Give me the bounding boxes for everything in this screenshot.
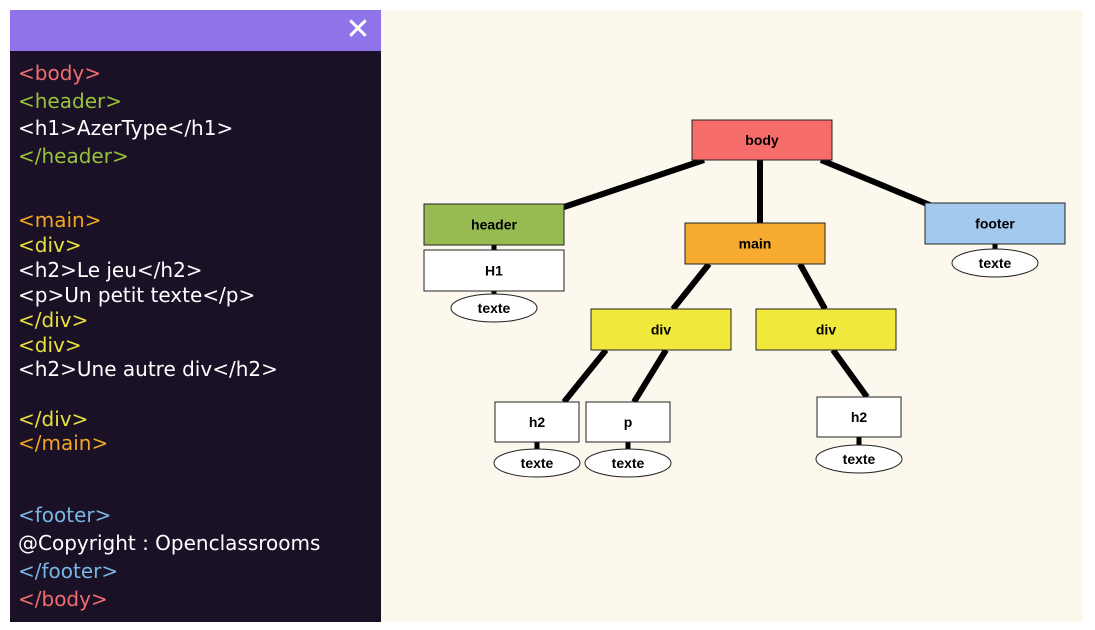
tree-edge-div1-h2a [561,348,609,404]
tree-node-label: H1 [485,263,503,279]
code-line: <footer> [18,503,112,527]
tree-node-div2: div [755,308,897,351]
code-line: <h1>AzerType</h1> [18,116,234,140]
tree-node-main: main [684,222,826,265]
code-line: <p>Un petit texte</p> [18,283,256,307]
tree-node-shape [493,448,581,478]
tree-node-label: texte [521,455,554,471]
tree-node-shape [951,248,1039,278]
tree-node-h1_text: texte [450,293,538,323]
code-line: </main> [18,431,109,455]
tree-node-h2b_text: texte [815,444,903,474]
tree-node-shape [590,308,732,351]
code-line: <header> [18,89,122,113]
code-line: <body> [18,61,101,85]
tree-node-footer_text: texte [951,248,1039,278]
code-line: </div> [18,407,89,431]
tree-node-label: header [471,217,517,233]
tree-node-shape [423,203,565,246]
tree-node-label: texte [612,455,645,471]
tree-node-label: h2 [529,414,546,430]
code-line: @Copyright : Openclassrooms [18,531,321,555]
code-line: </footer> [18,559,119,583]
tree-node-label: texte [979,255,1012,271]
tree-node-shape [691,119,833,161]
tree-node-p: p [585,401,671,443]
tree-node-header: header [423,203,565,246]
code-line: <div> [18,233,82,257]
tree-node-label: div [816,322,836,338]
code-line: </body> [18,587,108,611]
code-line: <div> [18,333,82,357]
close-icon[interactable]: ✕ [345,12,371,47]
code-line: <h2>Une autre div</h2> [18,357,278,381]
tree-node-shape [585,401,671,443]
tree-node-div1: div [590,308,732,351]
tree-node-label: body [745,132,779,148]
tree-edge-body-footer [819,157,939,211]
code-panel: ✕ <body> <header> <h1>AzerType</h1> </heade… [10,10,381,622]
slide-canvas: ✕ <body> <header> <h1>AzerType</h1> </heade… [10,10,1083,622]
code-line: <h2>Le jeu</h2> [18,258,203,282]
tree-node-label: footer [975,216,1015,232]
tree-node-shape [423,249,565,292]
tree-node-shape [755,308,897,351]
tree-edge-main-div1 [670,262,712,311]
tree-node-label: texte [843,451,876,467]
tree-node-shape [924,202,1066,245]
tree-node-h2a: h2 [494,401,580,443]
tree-node-footer: footer [924,202,1066,245]
tree-node-body: body [691,119,833,161]
tree-node-h2b: h2 [816,396,902,438]
tree-edge-body-header [560,157,705,211]
tree-node-shape [816,396,902,438]
tree-edge-div2-h2b [830,348,870,399]
code-panel-header: ✕ [10,10,381,51]
tree-node-label: div [651,322,671,338]
tree-node-label: h2 [851,409,868,425]
tree-node-shape [494,401,580,443]
tree-node-label: main [739,236,772,252]
tree-node-label: p [624,414,633,430]
tree-node-shape [450,293,538,323]
tree-node-shape [584,448,672,478]
code-line: <main> [18,208,102,232]
code-line: </div> [18,308,89,332]
tree-node-label: texte [478,300,511,316]
tree-node-h1: H1 [423,249,565,292]
tree-edge-main-div2 [797,262,828,311]
code-lines: <body> <header> <h1>AzerType</h1> </header>… [18,10,381,622]
tree-node-shape [815,444,903,474]
tree-node-h2a_text: texte [493,448,581,478]
tree-node-shape [684,222,826,265]
code-line: </header> [18,144,129,168]
tree-edge-div1-p [631,348,669,404]
tree-node-p_text: texte [584,448,672,478]
